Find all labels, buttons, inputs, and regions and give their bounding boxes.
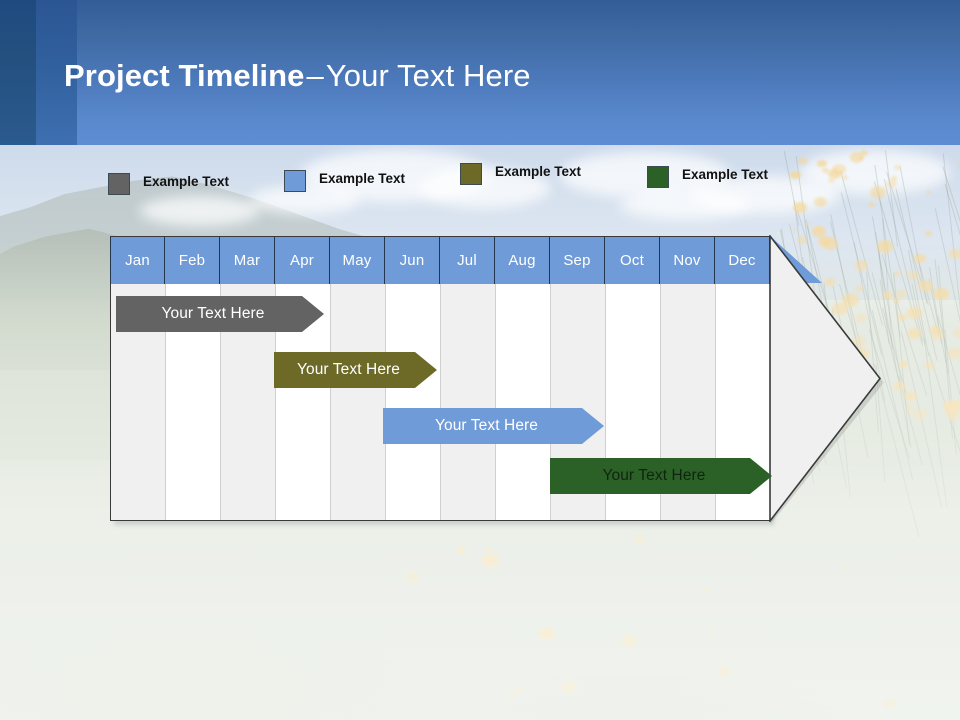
- page-title: Project Timeline–Your Text Here: [64, 58, 531, 94]
- month-header-label: Jan: [125, 252, 150, 269]
- legend-item-label: Example Text: [495, 164, 582, 179]
- month-header-jul[interactable]: Jul: [440, 237, 495, 284]
- month-header-may[interactable]: May: [330, 237, 385, 284]
- timeline-column-aug: [496, 237, 551, 520]
- month-header-aug[interactable]: Aug: [495, 237, 550, 284]
- month-header-label: Jun: [399, 252, 425, 269]
- month-header-label: Sep: [563, 252, 591, 269]
- timeline-column-jan: [111, 237, 166, 520]
- month-header-mar[interactable]: Mar: [220, 237, 275, 284]
- legend-item-label: Example Text: [319, 171, 406, 186]
- arrow-head-shape: [769, 235, 881, 522]
- timeline-column-oct: [606, 237, 661, 520]
- task-bar[interactable]: Your Text Here: [274, 352, 437, 388]
- timeline-column-jul: [441, 237, 496, 520]
- month-header-feb[interactable]: Feb: [165, 237, 220, 284]
- page-title-dash: –: [306, 58, 324, 93]
- month-header-label: Apr: [290, 252, 314, 269]
- task-bar-label: Your Text Here: [434, 417, 539, 434]
- month-header-jun[interactable]: Jun: [385, 237, 440, 284]
- task-bar[interactable]: Your Text Here: [383, 408, 604, 444]
- month-header-label: Feb: [178, 252, 206, 269]
- month-header-jan[interactable]: Jan: [110, 237, 165, 284]
- legend-item-label: Example Text: [682, 167, 769, 182]
- month-header-label: Nov: [673, 252, 701, 269]
- month-header-nov[interactable]: Nov: [660, 237, 715, 284]
- banner-accent-strip-mid: [36, 0, 77, 145]
- month-header-label: Aug: [508, 252, 536, 269]
- timeline-grid: [110, 236, 770, 521]
- title-banner: Project Timeline–Your Text Here: [0, 0, 960, 145]
- month-header-label: Jul: [457, 252, 477, 269]
- month-header-label: Dec: [728, 252, 756, 269]
- month-header-dec[interactable]: Dec: [715, 237, 770, 284]
- right-arrow-icon: [769, 235, 881, 522]
- color-swatch-icon: [284, 170, 306, 192]
- task-bar-label: Your Text Here: [296, 361, 401, 378]
- page-title-light: Your Text Here: [325, 58, 531, 93]
- banner-accent-strip-dark: [0, 0, 36, 145]
- legend-item-label: Example Text: [143, 174, 230, 189]
- timeline-column-feb: [166, 237, 221, 520]
- color-swatch-icon: [460, 163, 482, 185]
- task-bar-label: Your Text Here: [602, 467, 706, 484]
- month-header-label: Mar: [233, 252, 261, 269]
- page-title-strong: Project Timeline: [64, 58, 305, 93]
- timeline-column-jun: [386, 237, 441, 520]
- month-header-sep[interactable]: Sep: [550, 237, 605, 284]
- timeline-column-mar: [221, 237, 276, 520]
- month-header-label: Oct: [620, 252, 644, 269]
- month-header-apr[interactable]: Apr: [275, 237, 330, 284]
- task-bar[interactable]: Your Text Here: [116, 296, 324, 332]
- month-header-oct[interactable]: Oct: [605, 237, 660, 284]
- task-bar[interactable]: Your Text Here: [550, 458, 772, 494]
- month-header-label: May: [342, 252, 372, 269]
- color-swatch-icon: [647, 166, 669, 188]
- color-swatch-icon: [108, 173, 130, 195]
- task-bar-label: Your Text Here: [161, 305, 265, 322]
- month-header-row: Jan Feb Mar Apr May Jun Jul Aug Sep Oct Nov Dec: [110, 236, 770, 284]
